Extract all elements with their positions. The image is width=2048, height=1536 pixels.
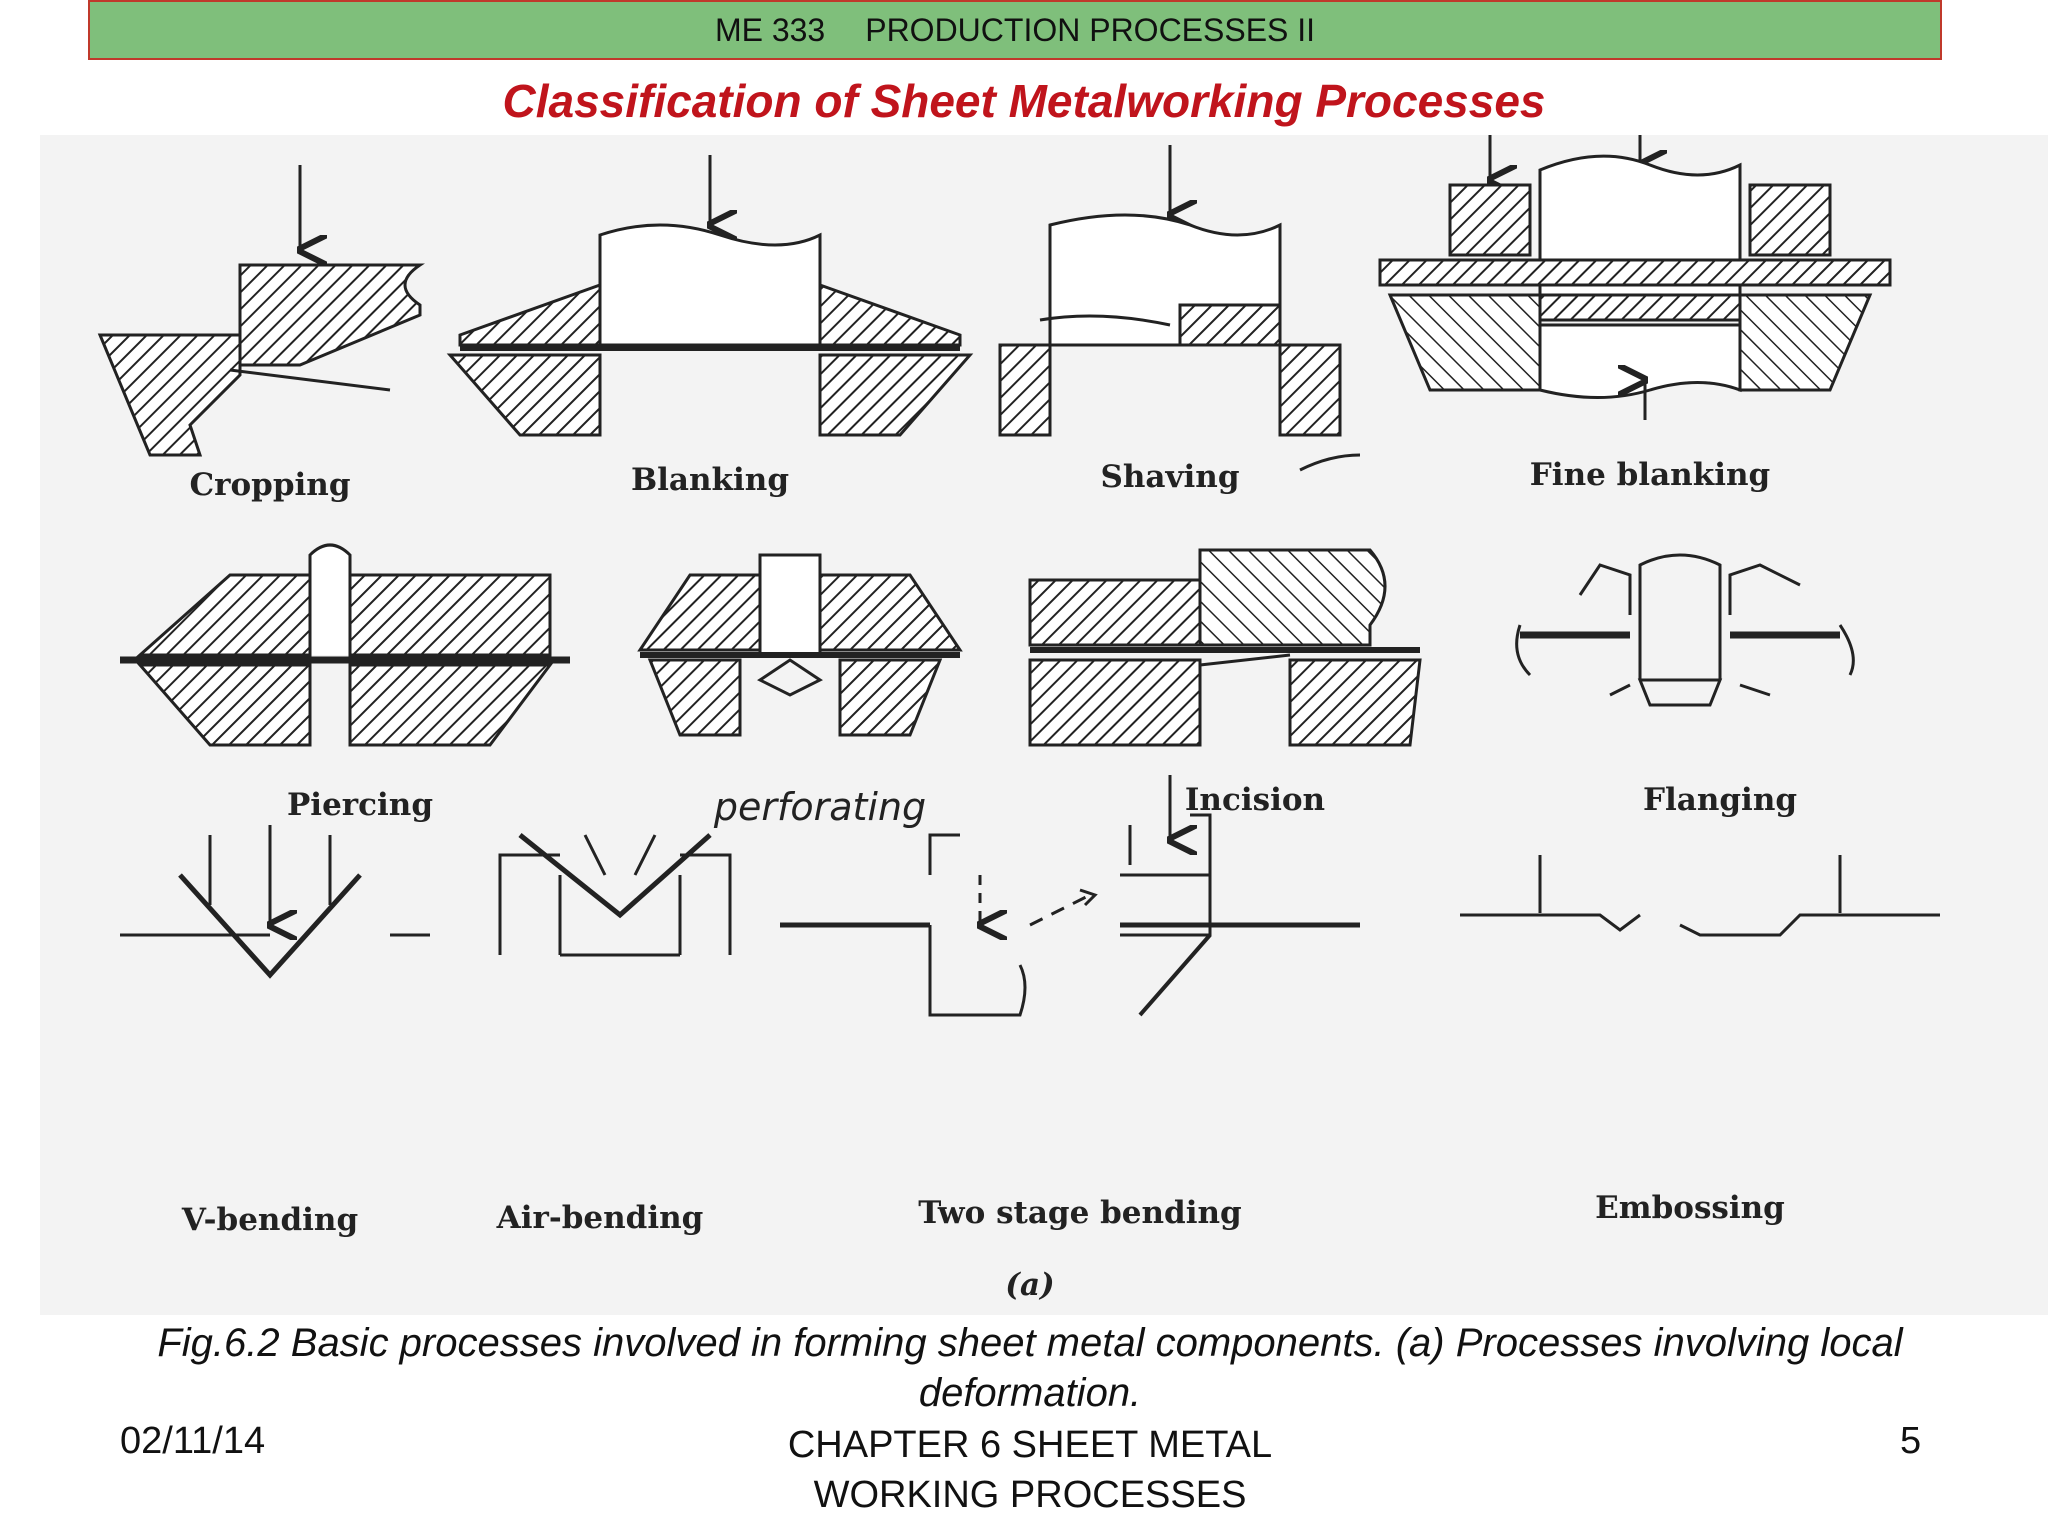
label-flanging: Flanging xyxy=(1643,782,1797,818)
footer-chapter: CHAPTER 6 SHEET METAL WORKING PROCESSES xyxy=(787,1424,1273,1516)
label-embossing: Embossing xyxy=(1595,1190,1785,1226)
course-code: ME 333 xyxy=(714,11,826,48)
label-piercing: Piercing xyxy=(287,787,433,823)
two-stage-bending-diagram xyxy=(780,775,1360,1017)
process-diagram: Cropping Blanking Shaving Fine blanking … xyxy=(97,135,1940,1303)
incision-diagram xyxy=(1028,548,1422,747)
blanking-diagram xyxy=(446,155,974,437)
cropping-diagram xyxy=(97,165,425,457)
course-subject: PRODUCTION PROCESSES II xyxy=(865,11,1316,48)
label-perforating: perforating xyxy=(713,785,926,829)
slide-title: Classification of Sheet Metalworking Pro… xyxy=(502,75,1546,127)
figure-caption: Fig.6.2 Basic processes involved in form… xyxy=(157,1321,1903,1415)
page-number: 5 xyxy=(1900,1420,1922,1462)
label-incision: Incision xyxy=(1185,782,1325,818)
embossing-diagram xyxy=(1460,855,1940,937)
v-bending-diagram xyxy=(120,825,430,979)
piercing-diagram xyxy=(120,543,570,747)
label-fine-blanking: Fine blanking xyxy=(1530,457,1770,493)
label-blanking: Blanking xyxy=(631,462,789,498)
footer-date: 02/11/14 xyxy=(120,1420,266,1462)
perforating-diagram xyxy=(637,553,963,737)
shaving-diagram xyxy=(998,145,1361,472)
course-header: ME 333 PRODUCTION PROCESSES II xyxy=(88,0,1942,60)
label-cropping: Cropping xyxy=(189,467,350,503)
label-two-stage-bending: Two stage bending xyxy=(918,1195,1241,1231)
label-part: (a) xyxy=(1005,1267,1054,1303)
flanging-diagram xyxy=(1515,553,1855,707)
label-shaving: Shaving xyxy=(1100,459,1239,495)
air-bending-diagram xyxy=(498,833,732,957)
label-air-bending: Air-bending xyxy=(496,1200,704,1236)
process-figure: Cropping Blanking Shaving Fine blanking … xyxy=(40,135,2048,1315)
label-v-bending: V-bending xyxy=(181,1202,358,1238)
fine-blanking-diagram xyxy=(1378,135,1892,420)
